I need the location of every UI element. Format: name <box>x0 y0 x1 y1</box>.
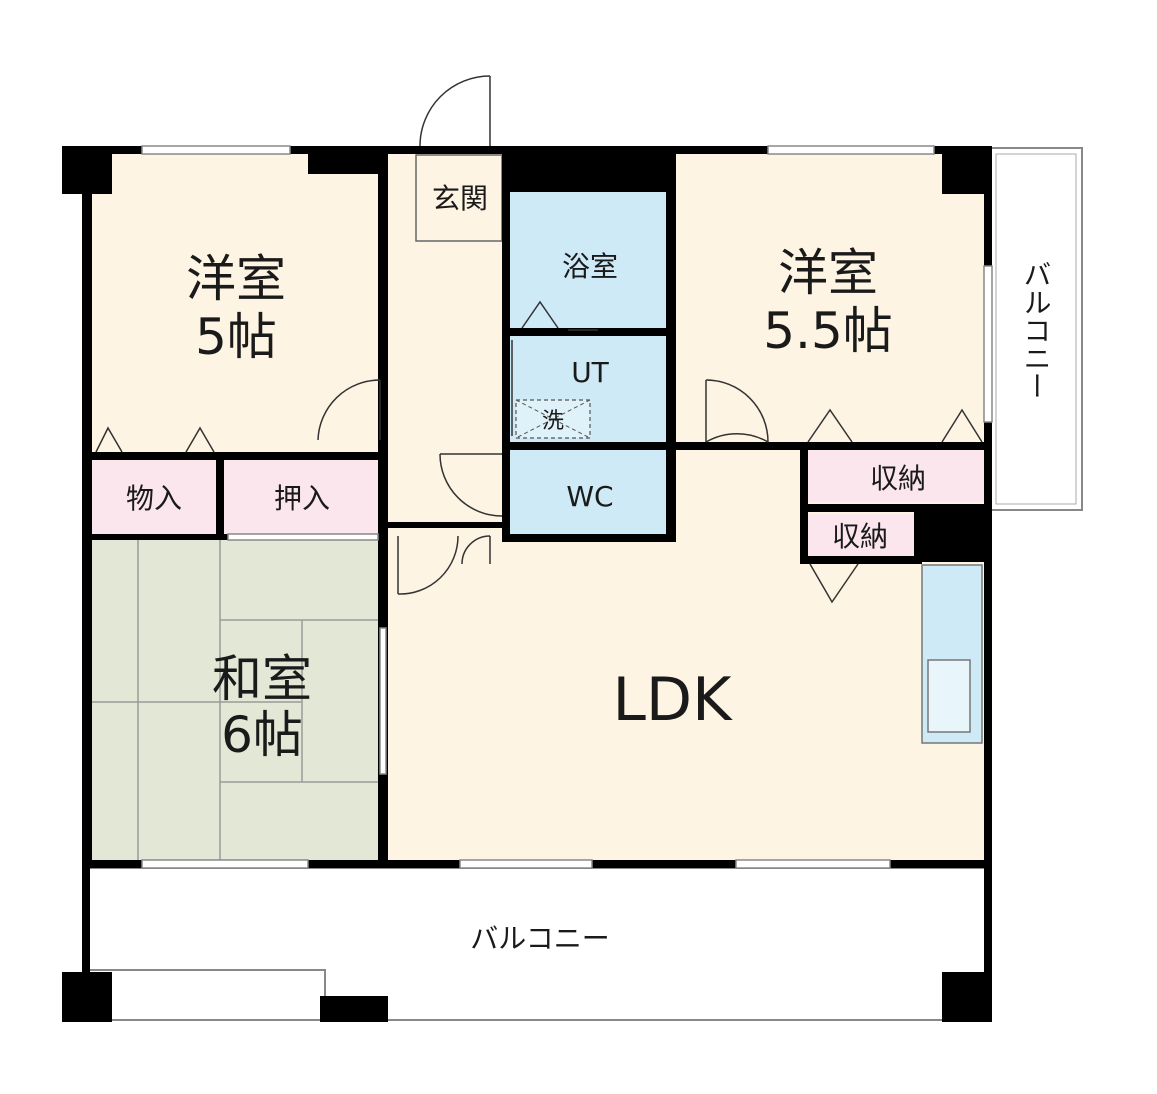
washer-label: 洗 <box>542 409 564 434</box>
balcony-east-label: バルコニー <box>1020 260 1053 400</box>
western-a-name: 洋室 <box>186 250 286 308</box>
doors <box>95 75 983 604</box>
balcony-east <box>989 147 1083 511</box>
balcony-south-label: バルコニー <box>470 922 609 955</box>
walls <box>62 146 992 1022</box>
western-a-size: 5帖 <box>195 308 277 366</box>
windows <box>141 145 993 869</box>
storage-a-label: 収納 <box>870 462 926 495</box>
wc-label: WC <box>566 480 613 513</box>
storage-b-label: 収納 <box>832 520 888 553</box>
washer-icon <box>515 399 591 439</box>
room-western-b <box>672 150 988 446</box>
genkan-label: 玄関 <box>432 182 488 215</box>
closet-b-label: 押入 <box>274 482 330 515</box>
closet-a <box>90 460 216 534</box>
room-japanese <box>90 540 382 862</box>
western-b-name: 洋室 <box>778 244 878 302</box>
storage-b <box>808 514 914 562</box>
japanese-size: 6帖 <box>221 706 303 764</box>
closet-b <box>224 460 382 534</box>
ut-label: UT <box>571 356 609 389</box>
closet-a-label: 物入 <box>126 482 182 515</box>
room-western-a <box>90 150 382 456</box>
ldk-label: LDK <box>613 665 734 735</box>
storage-a <box>808 450 986 502</box>
kitchen-counter <box>921 564 983 744</box>
bath-label: 浴室 <box>562 250 618 283</box>
room-wc <box>510 450 668 538</box>
western-b-size: 5.5帖 <box>763 302 893 360</box>
genkan <box>415 154 503 242</box>
japanese-name: 和室 <box>212 650 312 708</box>
room-bath <box>510 192 668 332</box>
